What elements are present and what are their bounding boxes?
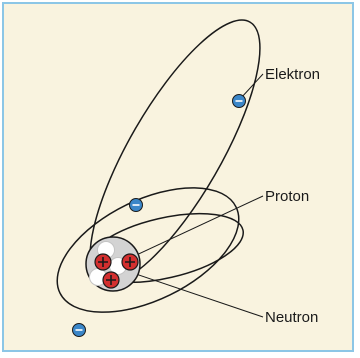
proton-particle — [102, 271, 120, 289]
leader-lines — [123, 73, 264, 318]
electron-particle — [232, 94, 246, 108]
proton-label: Proton — [265, 188, 309, 205]
orbits — [56, 19, 261, 313]
orbit-middle — [56, 187, 240, 313]
electron-label: Elektron — [265, 66, 320, 83]
leader-line-electron — [240, 73, 264, 99]
leader-line-neutron — [123, 269, 264, 318]
nucleus — [85, 236, 141, 292]
neutron-label: Neutron — [265, 309, 318, 326]
leader-line-proton — [129, 195, 264, 259]
electron-particle — [72, 323, 86, 337]
proton-particle — [121, 253, 139, 271]
electron-particle — [129, 198, 143, 212]
proton-particle — [94, 253, 112, 271]
